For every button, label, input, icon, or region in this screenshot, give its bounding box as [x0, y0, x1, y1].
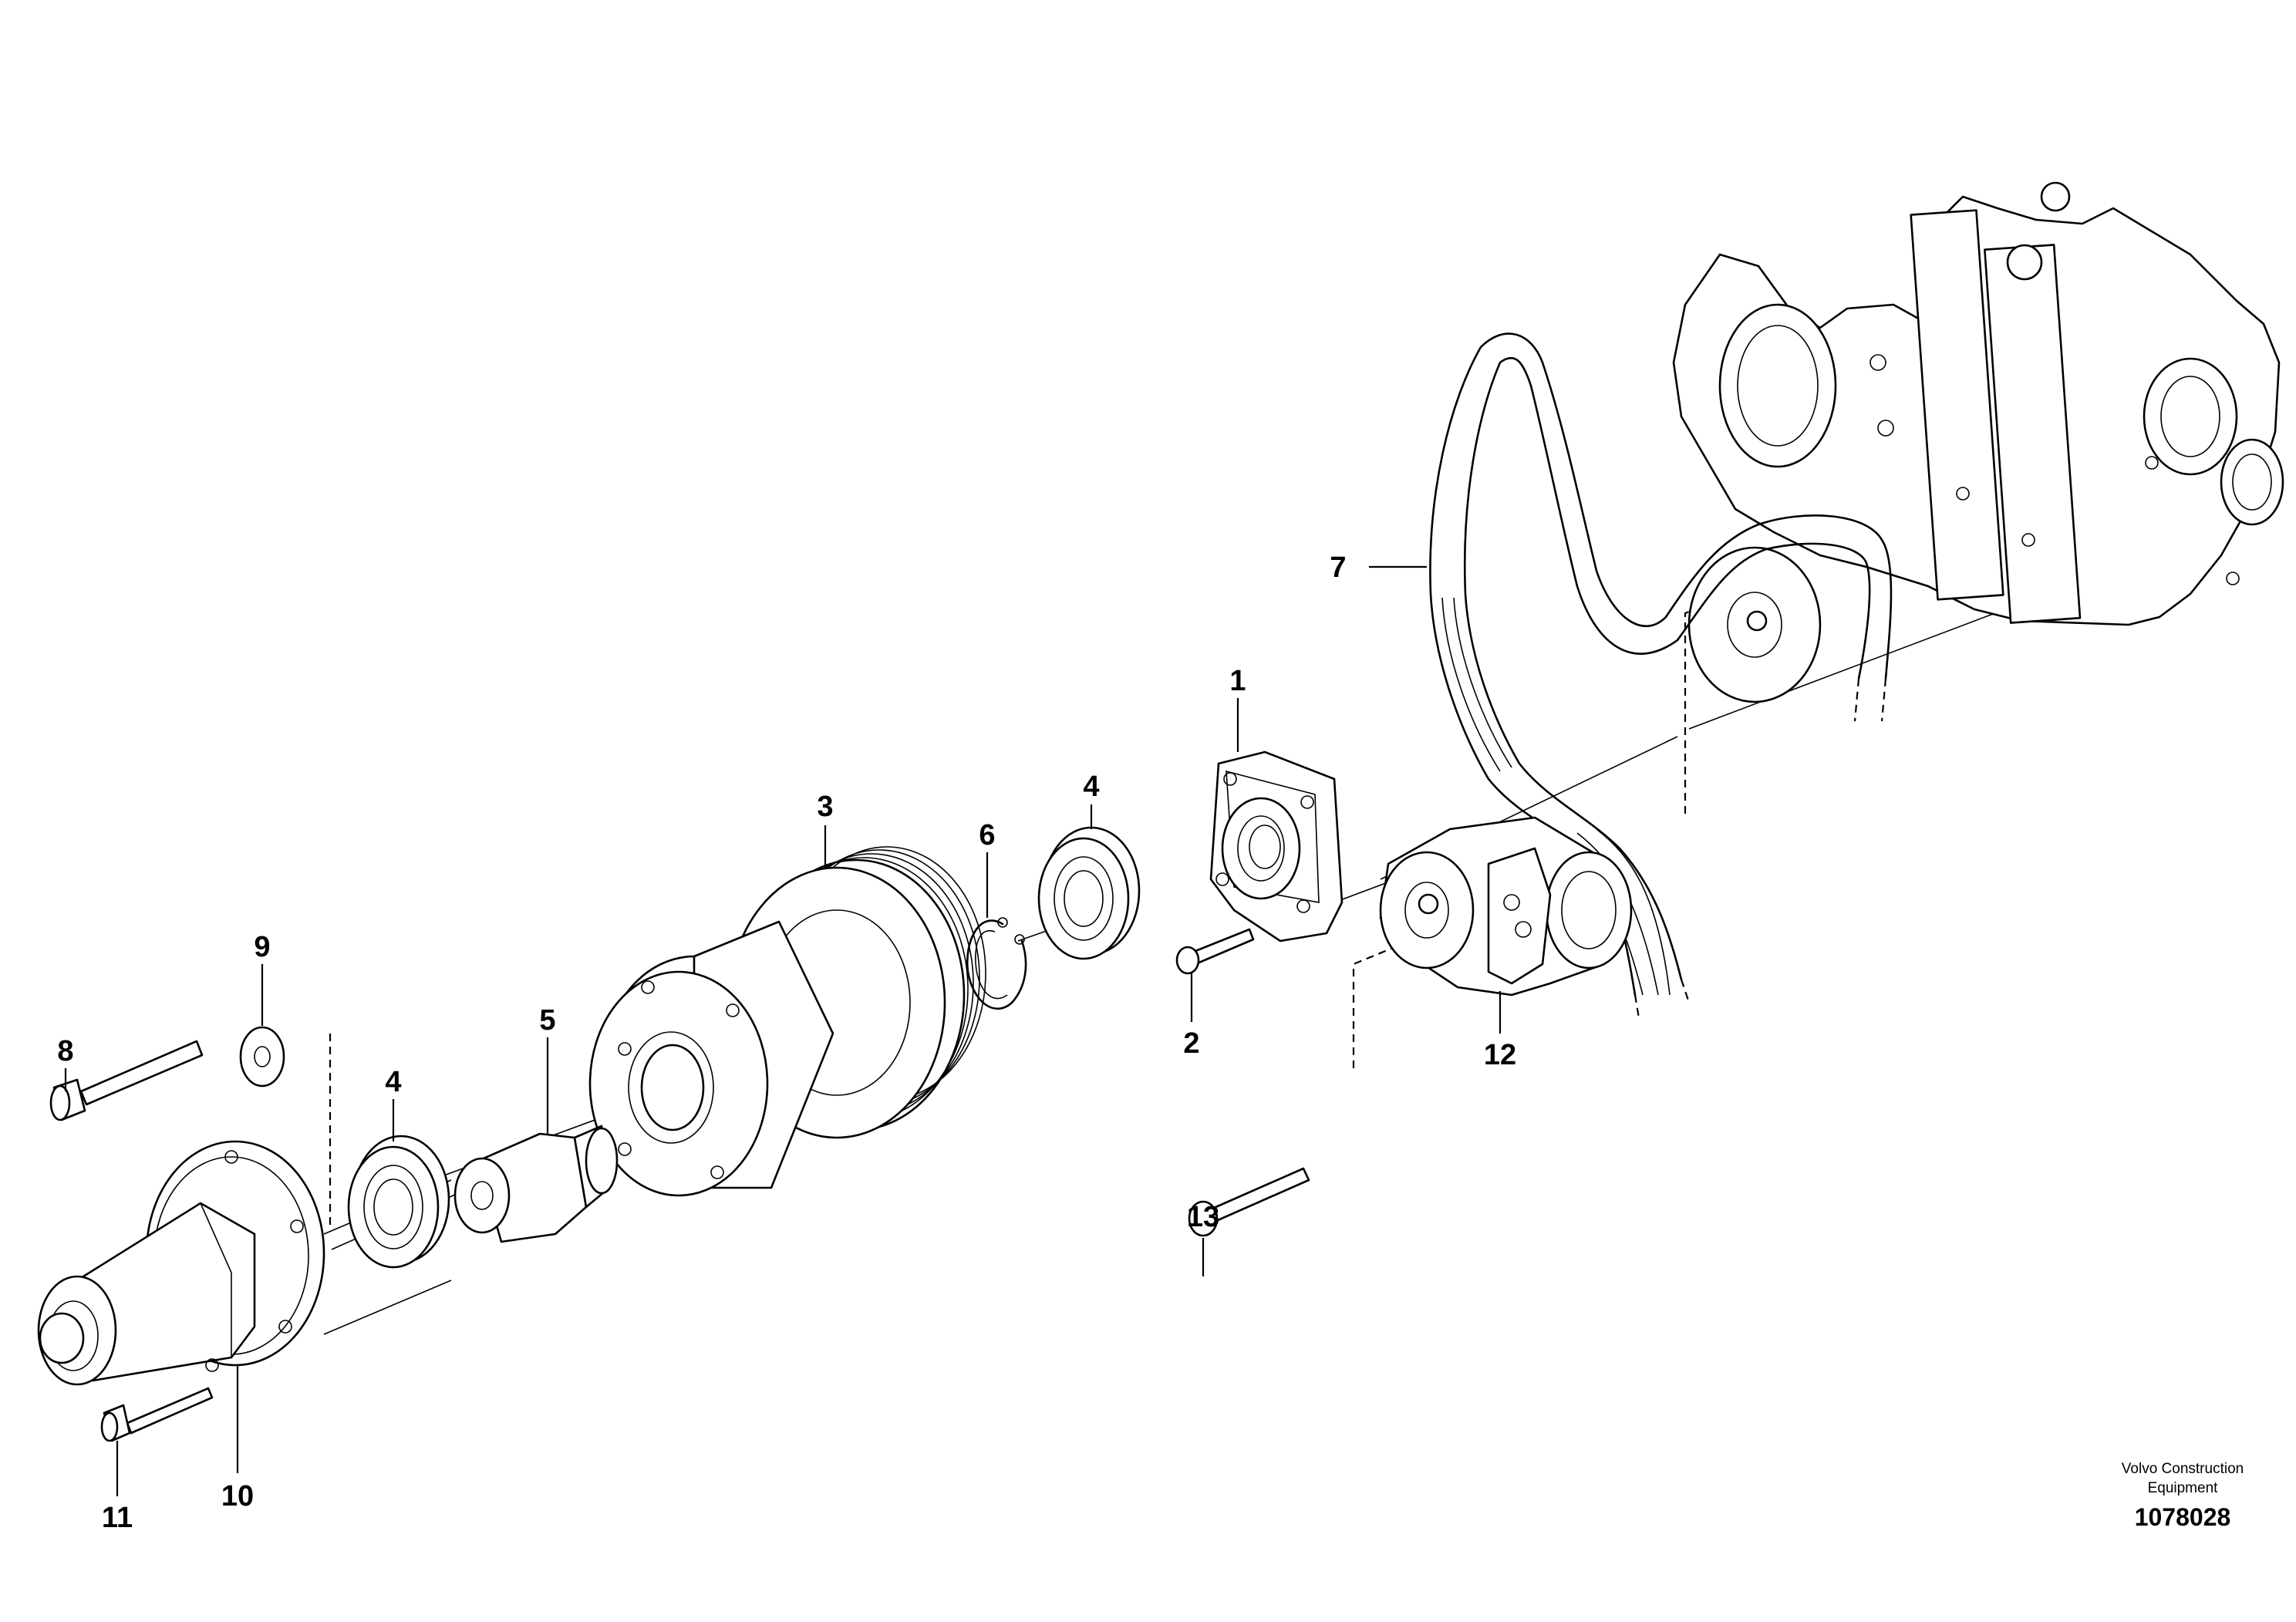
circlip — [966, 917, 1027, 1010]
callout-12: 12 — [1484, 1039, 1516, 1071]
callout-9: 9 — [254, 931, 270, 963]
pulley — [588, 846, 986, 1197]
bearing-upper — [1037, 826, 1141, 960]
shaft-sleeve — [453, 1125, 619, 1243]
bolt-part-8 — [49, 1040, 204, 1121]
belt-tensioner — [1379, 816, 1633, 996]
callout-5: 5 — [539, 1004, 555, 1037]
bearing-housing-flange — [1209, 750, 1344, 943]
callout-10: 10 — [221, 1480, 254, 1512]
callout-8: 8 — [57, 1035, 73, 1067]
engine-housing — [1672, 181, 2284, 703]
brand-line-1: Volvo Construction — [2122, 1461, 2244, 1477]
bolt-part-11 — [100, 1387, 214, 1442]
callout-11: 11 — [102, 1502, 133, 1534]
callout-2: 2 — [1183, 1027, 1199, 1060]
callout-4-lower: 4 — [385, 1066, 401, 1098]
callout-4-upper: 4 — [1083, 771, 1099, 803]
bolt-part-2 — [1175, 928, 1255, 975]
callout-3: 3 — [817, 791, 833, 823]
footer-brand: Volvo Construction Equipment 1078028 — [2122, 1461, 2244, 1531]
callout-7: 7 — [1330, 551, 1346, 584]
callout-13: 13 — [1187, 1201, 1219, 1233]
washer — [239, 1026, 285, 1088]
callout-labels: 1 2 3 4 4 5 6 7 8 9 10 11 12 13 — [57, 551, 1516, 1534]
callout-6: 6 — [979, 819, 995, 851]
document-number: 1078028 — [2135, 1503, 2231, 1531]
bearing-lower — [347, 1135, 450, 1269]
brand-line-2: Equipment — [2148, 1480, 2219, 1496]
bolt-part-13 — [1188, 1167, 1310, 1237]
hub-cover — [37, 1140, 452, 1386]
callout-leader-lines — [64, 565, 1502, 1496]
callout-1: 1 — [1229, 665, 1246, 697]
